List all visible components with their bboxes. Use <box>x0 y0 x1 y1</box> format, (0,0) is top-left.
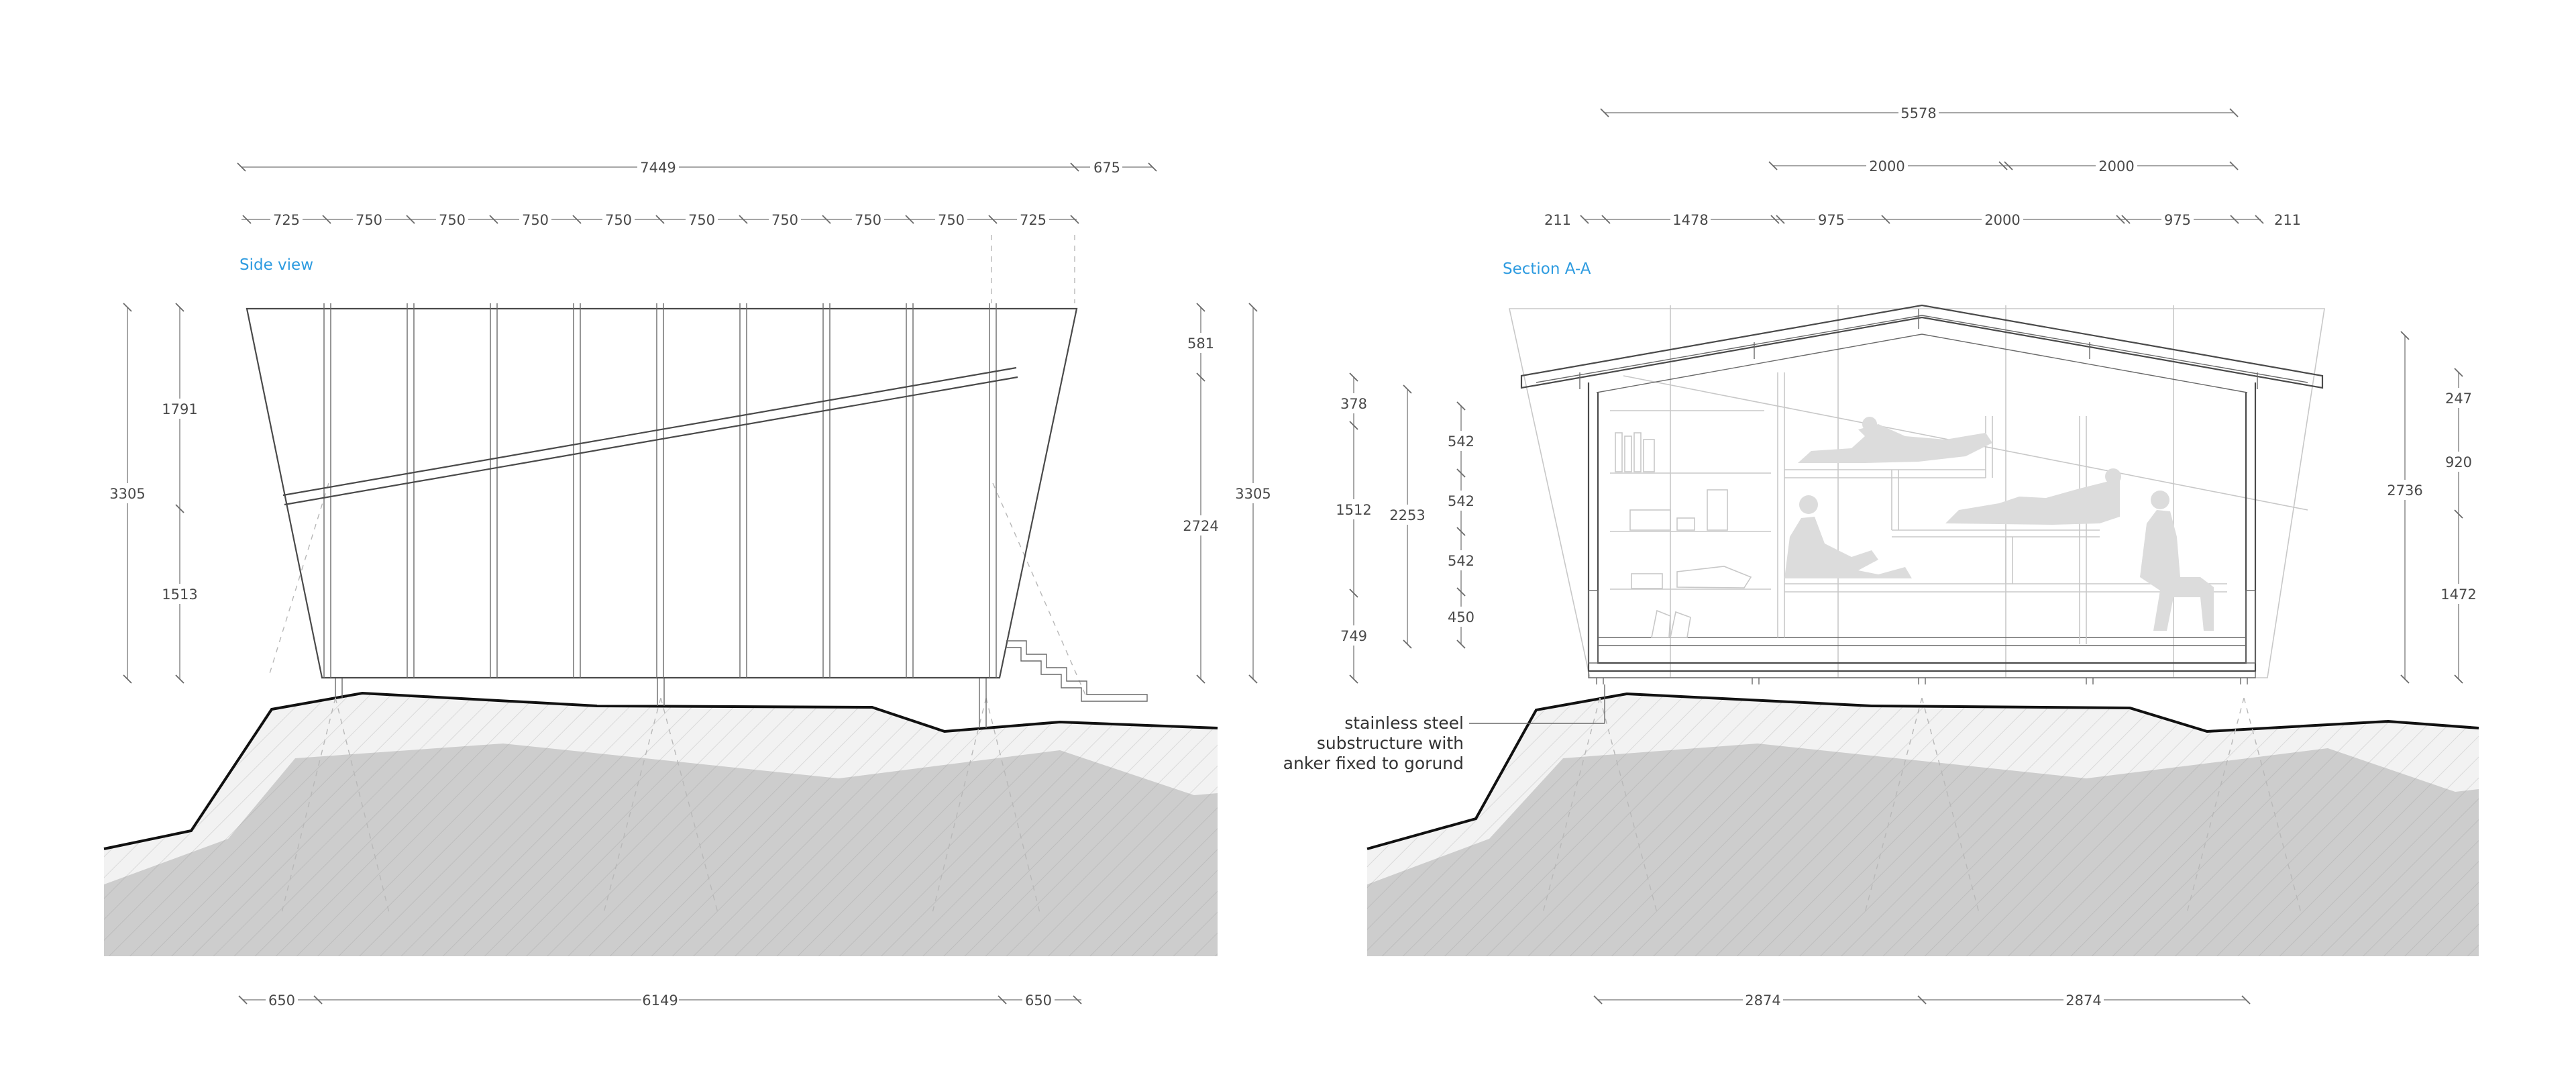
svg-text:2253: 2253 <box>1389 507 1425 523</box>
svg-text:542: 542 <box>1448 493 1474 509</box>
svg-text:750: 750 <box>855 212 881 228</box>
svg-text:6149: 6149 <box>642 992 678 1009</box>
svg-text:1478: 1478 <box>1672 212 1708 228</box>
svg-text:725: 725 <box>1020 212 1046 228</box>
svg-text:2000: 2000 <box>1984 212 2020 228</box>
svg-text:2736: 2736 <box>2387 482 2422 499</box>
section-dim-top-modules: 211 1478 975 2000 975 211 <box>1543 210 2302 229</box>
section-dim-bottom: 2874 2874 <box>1593 990 2251 1009</box>
svg-text:750: 750 <box>771 212 798 228</box>
side-dim-right: 581 2724 3305 <box>1181 303 1273 684</box>
side-dim-top-overall: 7449 675 <box>237 158 1157 176</box>
note-line-2: substructure with <box>1317 733 1464 753</box>
section-view: stainless steel substructure with anker … <box>1283 103 2479 1009</box>
svg-text:211: 211 <box>1544 212 1571 228</box>
note-line-1: stainless steel <box>1344 713 1464 733</box>
side-dim-bottom: 650 6149 650 <box>238 990 1082 1009</box>
side-view: Side view 7449 675 725 750 750 750 750 7… <box>103 158 1273 1009</box>
side-dim-left: 3305 1791 1513 <box>107 303 199 684</box>
svg-text:3305: 3305 <box>1235 486 1271 502</box>
svg-text:750: 750 <box>522 212 549 228</box>
svg-text:650: 650 <box>268 992 295 1009</box>
svg-text:378: 378 <box>1340 396 1367 412</box>
svg-text:5578: 5578 <box>1900 105 1936 121</box>
side-diagonal-band <box>282 366 1018 506</box>
svg-text:750: 750 <box>356 212 382 228</box>
side-projection-lines <box>991 235 1075 303</box>
section-ground-line <box>1366 692 2479 850</box>
svg-text:542: 542 <box>1448 433 1474 450</box>
section-enclosure <box>1587 382 2257 684</box>
svg-text:7449: 7449 <box>640 160 676 176</box>
svg-text:2000: 2000 <box>2098 158 2134 174</box>
side-stilts <box>335 678 987 728</box>
svg-text:2874: 2874 <box>1745 992 1780 1009</box>
svg-text:1512: 1512 <box>1336 502 1371 518</box>
svg-text:1513: 1513 <box>162 586 197 603</box>
svg-text:975: 975 <box>2164 212 2191 228</box>
section-interior <box>1610 372 2227 644</box>
svg-text:975: 975 <box>1818 212 1845 228</box>
svg-text:750: 750 <box>938 212 965 228</box>
section-terrain-dark <box>1367 744 2479 956</box>
svg-text:1472: 1472 <box>2440 586 2476 603</box>
svg-text:3305: 3305 <box>109 486 145 502</box>
svg-text:581: 581 <box>1187 336 1214 352</box>
svg-text:920: 920 <box>2445 454 2472 470</box>
section-dim-left: 378 1512 749 2253 542 542 542 450 <box>1335 372 1477 684</box>
svg-text:750: 750 <box>439 212 466 228</box>
section-ghost-outline <box>1509 305 2325 678</box>
svg-text:750: 750 <box>605 212 632 228</box>
section-dim-right: 2736 247 920 1472 <box>2385 331 2477 684</box>
side-terrain-dark <box>104 744 1218 956</box>
svg-text:450: 450 <box>1448 609 1474 625</box>
side-ground-line <box>103 691 1218 850</box>
section-dim-top-half: 2000 2000 <box>1768 156 2239 175</box>
side-foundation-lines <box>268 482 1087 913</box>
svg-text:725: 725 <box>273 212 300 228</box>
svg-text:675: 675 <box>1093 160 1120 176</box>
svg-text:247: 247 <box>2445 391 2472 407</box>
svg-text:2724: 2724 <box>1183 518 1218 534</box>
section-roof <box>1520 304 2324 393</box>
section-dim-top-overall: 5578 <box>1600 103 2239 122</box>
svg-text:2000: 2000 <box>1869 158 1904 174</box>
svg-text:542: 542 <box>1448 553 1474 569</box>
side-ribs <box>323 303 997 678</box>
note-line-3: anker fixed to gorund <box>1283 754 1464 773</box>
svg-text:211: 211 <box>2274 212 2301 228</box>
section-title: Section A-A <box>1503 260 1591 278</box>
svg-text:750: 750 <box>688 212 715 228</box>
side-body-outline <box>246 307 1078 679</box>
svg-text:2874: 2874 <box>2065 992 2101 1009</box>
side-view-title: Side view <box>239 256 313 274</box>
svg-text:650: 650 <box>1025 992 1052 1009</box>
side-dim-top-modules: 725 750 750 750 750 750 750 750 750 725 <box>241 210 1079 229</box>
svg-text:749: 749 <box>1340 628 1367 644</box>
side-steps <box>1006 640 1148 702</box>
svg-text:1791: 1791 <box>162 401 197 417</box>
section-foundation-lines <box>1542 697 2302 913</box>
section-note: stainless steel substructure with anker … <box>1283 684 1605 773</box>
